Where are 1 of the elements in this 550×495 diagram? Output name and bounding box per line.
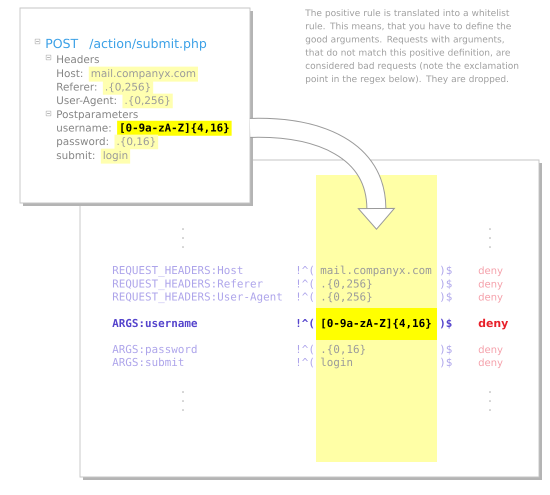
note-text: The positive rule is translated into a whitelist rule. This means, that you have to define the good arguments. Requests with arguments, that do not match this positive definition, are considered bad requests (note the exclamation point in the regex below). They are dropped.: [305, 9, 518, 84]
